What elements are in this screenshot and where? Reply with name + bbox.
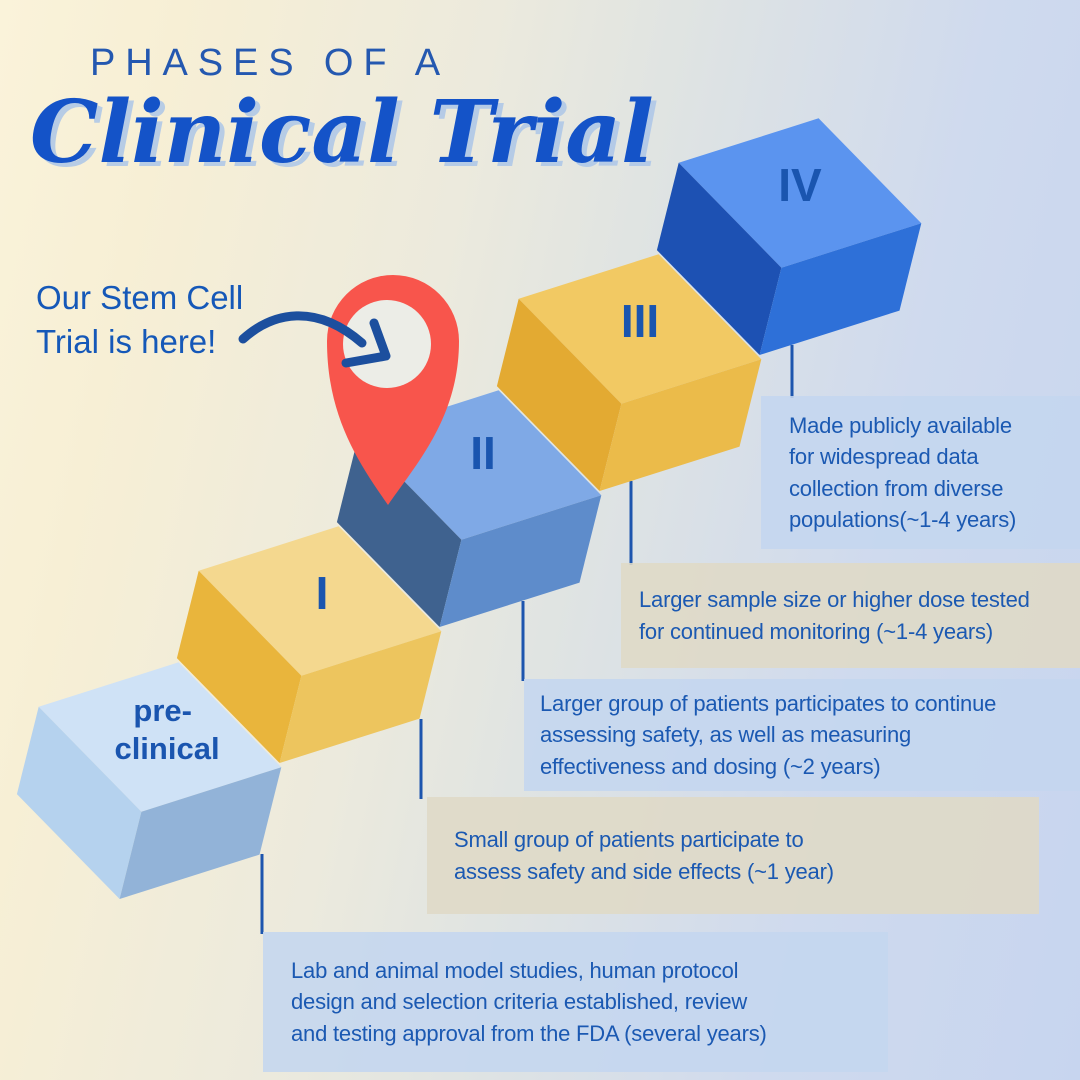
cube-left-face — [336, 434, 462, 627]
phase-description-text-phase-2: Larger group of patients participates to… — [540, 691, 997, 779]
connector-lines — [260, 345, 794, 934]
cube-top-face — [518, 254, 762, 404]
page-title: Clinical Trial — [30, 82, 654, 183]
phase-description-box-phase-1: Small group of patients participate to a… — [427, 797, 1039, 914]
phase-cube-1: I — [176, 526, 442, 763]
cube-label-pre-line2: clinical — [114, 731, 219, 766]
cube-left-face — [496, 298, 622, 491]
phase-description-text-phase-3: Larger sample size or higher dose tested… — [639, 587, 1030, 644]
cube-right-face — [279, 631, 442, 763]
curved-arrow-head — [341, 318, 391, 368]
cube-label-phase-2: II — [470, 427, 496, 479]
cube-right-face — [119, 767, 282, 899]
cube-left-face — [16, 706, 142, 899]
cube-label-pre-clinical: pre- clinical — [114, 693, 219, 766]
cube-label-phase-4: IV — [778, 159, 822, 211]
phase-description-text-phase-4: Made publicly available for widespread d… — [789, 413, 1017, 532]
cube-top-face — [198, 526, 442, 676]
cube-left-face — [176, 570, 302, 763]
stem-cell-callout-text: Our Stem Cell Trial is here! — [36, 279, 244, 360]
cube-left-face — [656, 162, 782, 355]
cube-right-face — [599, 359, 762, 491]
phase-description-box-phase-4: Made publicly available for widespread d… — [761, 396, 1080, 549]
cube-label-phase-3: III — [621, 295, 659, 347]
phase-description-box-phase-2: Larger group of patients participates to… — [524, 679, 1080, 791]
phase-cube-3: III — [496, 254, 762, 491]
phase-description-box-phase-3: Larger sample size or higher dose tested… — [621, 563, 1080, 668]
curved-arrow-shaft — [238, 311, 367, 348]
cube-label-pre-line1: pre- — [133, 693, 192, 728]
location-pin-hole — [343, 300, 431, 388]
phase-cube-pre-clinical: pre- clinical — [16, 662, 282, 899]
cube-right-face — [439, 495, 602, 627]
cube-right-face — [759, 223, 922, 355]
cube-top-face — [678, 118, 922, 268]
phase-description-text-pre-clinical: Lab and animal model studies, human prot… — [291, 958, 767, 1046]
cube-top-face — [38, 662, 282, 812]
location-pin-icon — [327, 275, 459, 505]
phase-description-text-phase-1: Small group of patients participate to a… — [454, 827, 834, 884]
curved-arrow-icon — [238, 311, 391, 368]
phase-description-box-pre-clinical: Lab and animal model studies, human prot… — [263, 932, 888, 1072]
phase-cube-4: IV — [656, 118, 922, 355]
title-kicker: PHASES OF A — [90, 42, 450, 84]
cube-label-phase-1: I — [316, 567, 329, 619]
